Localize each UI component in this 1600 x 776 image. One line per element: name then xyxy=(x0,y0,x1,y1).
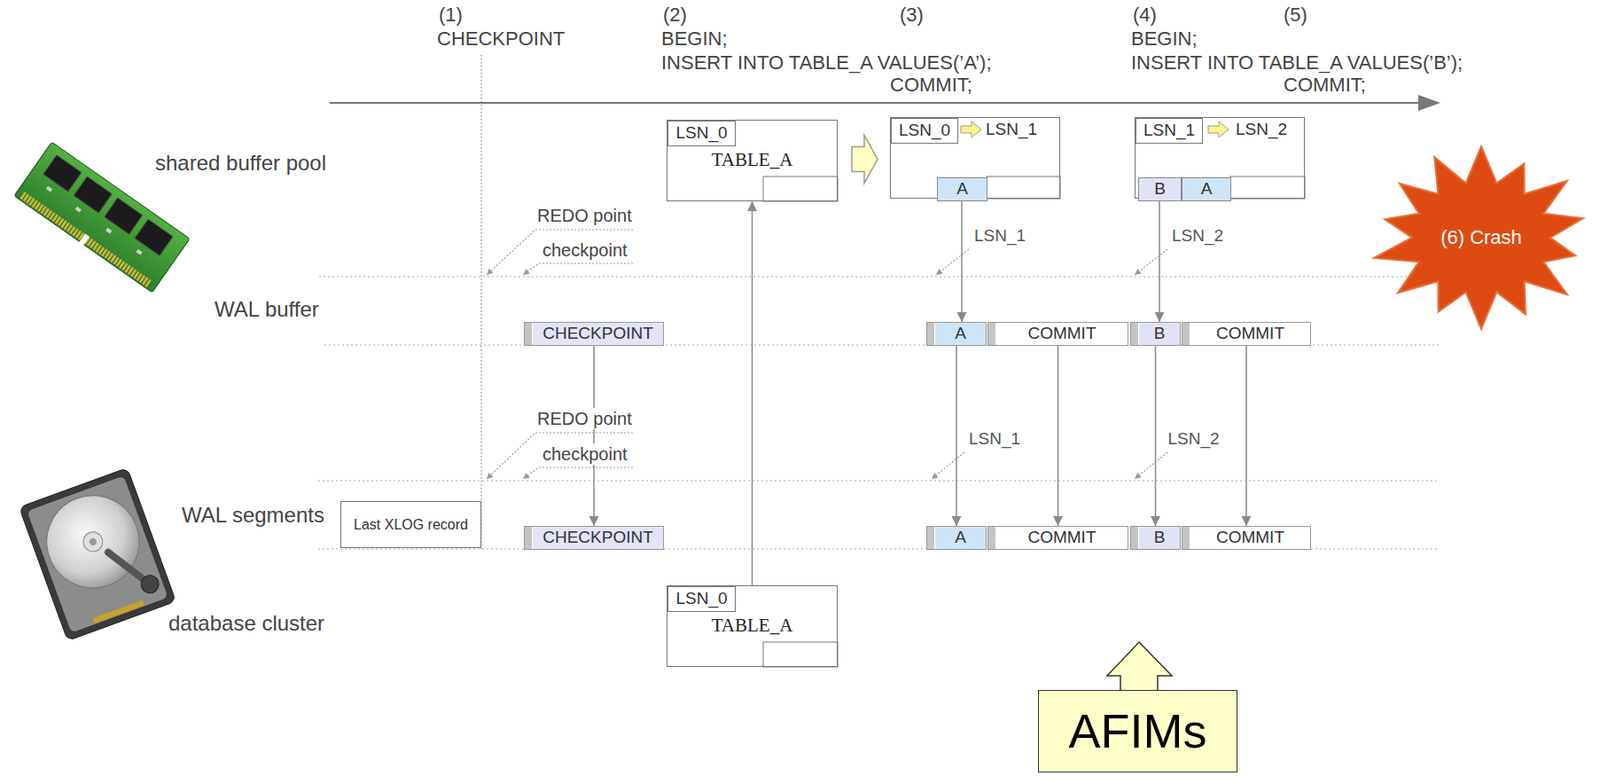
callout-box: AFIMs xyxy=(1038,689,1238,773)
wal-record: COMMIT xyxy=(1181,525,1312,550)
empty-cell xyxy=(763,176,1305,667)
node-text: B xyxy=(1154,527,1166,548)
step-number: (2) xyxy=(663,3,687,27)
lsn-tab: LSN_0 xyxy=(890,117,959,144)
node-text: COMMIT xyxy=(1027,323,1096,344)
lsn-label: LSN_2 xyxy=(1170,226,1226,247)
callout-arrow xyxy=(1107,641,1172,691)
node-text: CHECKPOINT xyxy=(542,527,654,548)
layer-boundary xyxy=(318,276,1439,549)
wal-record: COMMIT xyxy=(987,321,1129,346)
node-text: LSN_1 xyxy=(1143,120,1195,141)
lsn-label: LSN_2 xyxy=(1166,429,1222,450)
lsn-tab: LSN_1 xyxy=(1135,117,1203,144)
step-number: (5) xyxy=(1283,3,1308,27)
node-text: A xyxy=(1201,179,1213,200)
node-text: B xyxy=(1154,179,1166,200)
flow-arrow xyxy=(593,345,595,526)
wal-record: A xyxy=(926,525,987,550)
node-text: COMMIT xyxy=(1027,527,1096,548)
sql-text: INSERT INTO TABLE_A VALUES(’B’); xyxy=(1131,51,1463,75)
node-text: CHECKPOINT xyxy=(542,323,654,344)
sql-text: COMMIT; xyxy=(1283,73,1366,97)
layer-name: database cluster xyxy=(168,610,325,637)
tuple-cell: B xyxy=(1138,177,1182,202)
tuple-cell: A xyxy=(1181,177,1232,202)
node-text: A xyxy=(954,323,967,344)
sql-text: BEGIN; xyxy=(661,27,728,51)
layer-name: WAL buffer xyxy=(214,296,320,323)
flow-arrow xyxy=(751,201,754,586)
flow-arrow xyxy=(1057,345,1060,526)
pointer-label: checkpoint xyxy=(540,239,630,261)
node-text: TABLE_A xyxy=(711,614,794,637)
wal-record: CHECKPOINT xyxy=(523,321,664,346)
node-text: LSN_0 xyxy=(898,120,951,141)
node-text: A xyxy=(954,527,967,548)
node-text: A xyxy=(956,179,968,200)
wal-record: COMMIT xyxy=(1181,321,1312,346)
node-text: (6) Crash xyxy=(1440,226,1522,250)
node-text: TABLE_A xyxy=(711,148,794,172)
xlog-box: Last XLOG record xyxy=(340,500,482,548)
node-text: LSN_2 xyxy=(1235,119,1288,141)
page-box: TABLE_A LSN_0 xyxy=(666,119,838,202)
wal-record: B xyxy=(1130,525,1181,550)
hard-disk-illustration xyxy=(19,468,177,641)
leader-line xyxy=(486,229,1168,479)
wal-record: COMMIT xyxy=(987,525,1129,550)
page-box: LSN_2 LSN_1B A xyxy=(1134,117,1305,199)
node-text: LSN_0 xyxy=(675,588,727,609)
wal-record: A xyxy=(926,321,987,346)
pointer-label: checkpoint xyxy=(540,443,630,465)
crash-burst: (6) Crash xyxy=(1369,144,1593,331)
sql-text: INSERT INTO TABLE_A VALUES(’A’); xyxy=(661,51,992,75)
lsn-label: LSN_1 xyxy=(972,226,1028,247)
tuple-cell: A xyxy=(936,177,988,202)
pointer-label: REDO point xyxy=(535,407,634,430)
sql-text: COMMIT; xyxy=(889,73,973,97)
node-text: Last XLOG record xyxy=(353,515,469,533)
flow-arrow xyxy=(955,345,958,526)
step-number: (1) xyxy=(438,3,463,27)
step-number: (4) xyxy=(1132,3,1157,27)
flow-arrow xyxy=(1245,345,1248,526)
timeline-arrow xyxy=(329,94,1441,111)
layer-name: shared buffer pool xyxy=(155,150,327,177)
flow-arrow xyxy=(960,201,963,322)
flow-arrow xyxy=(1158,201,1161,322)
flow-arrow xyxy=(1155,345,1157,526)
lsn-tab: LSN_0 xyxy=(667,120,736,147)
wal-record: CHECKPOINT xyxy=(523,525,664,550)
lsn-tab: LSN_0 xyxy=(667,585,736,612)
node-text: COMMIT xyxy=(1216,527,1285,548)
pointer-label: REDO point xyxy=(535,204,634,227)
checkpoint-marker-line xyxy=(480,54,482,549)
page-box: LSN_1 LSN_0A xyxy=(889,117,1061,199)
wal-record: B xyxy=(1130,321,1181,346)
block-arrow xyxy=(851,135,878,184)
node-text: AFIMs xyxy=(1069,702,1208,760)
node-text: LSN_1 xyxy=(985,119,1038,141)
sql-text: CHECKPOINT xyxy=(437,27,565,51)
step-number: (3) xyxy=(899,3,924,27)
page-box: TABLE_A LSN_0 xyxy=(666,585,838,667)
lsn-label: LSN_1 xyxy=(967,429,1023,450)
layer-name: WAL segments xyxy=(181,502,325,529)
node-text: LSN_0 xyxy=(675,123,727,144)
node-text: B xyxy=(1154,323,1166,344)
node-text: COMMIT xyxy=(1216,323,1285,344)
sql-text: BEGIN; xyxy=(1131,27,1198,51)
